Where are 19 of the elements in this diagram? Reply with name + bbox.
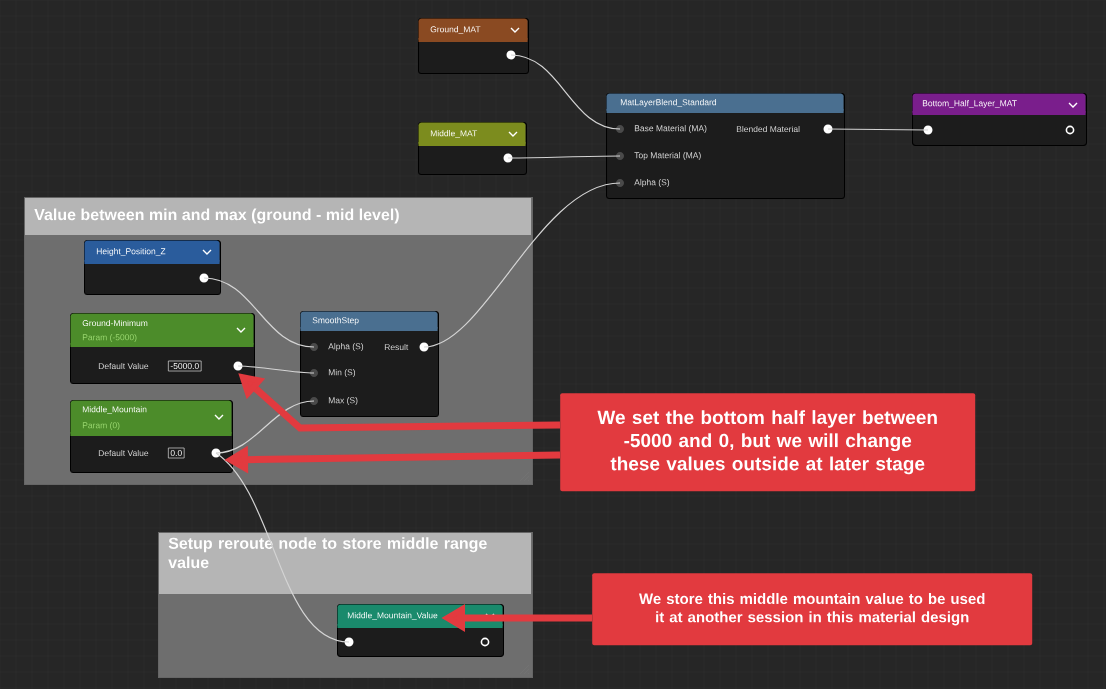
- graph-node: Middle_Mountain Param (0) Default Value 0.0: [70, 400, 233, 473]
- graph-node: Middle_MAT: [418, 122, 527, 175]
- wire: [203, 277, 315, 348]
- graph-node: Ground-Minimum Param (-5000) Default Value -5000.0: [70, 313, 255, 384]
- wire: [510, 54, 621, 130]
- graph-node: Middle_Mountain_Value: [337, 604, 504, 657]
- wire: [827, 128, 929, 131]
- wire: [215, 400, 315, 454]
- wire: [237, 365, 315, 374]
- wire: [507, 155, 621, 159]
- graph-node: Ground_MAT: [418, 18, 529, 74]
- wire: [215, 452, 350, 643]
- graph-node: Height_Position_Z: [84, 240, 221, 295]
- graph-node: MatLayerBlend_Standard Base Material (MA) Blended Material Top Material (MA) Alpha (S): [606, 93, 845, 199]
- graph-node: Bottom_Half_Layer_MAT: [912, 93, 1087, 146]
- graph-node: SmoothStep Alpha (S) Result Min (S) Max (S): [300, 311, 439, 417]
- callout-box: We store this middle mountain value to be used it at another session in this material design: [592, 573, 1033, 646]
- callout-box: We set the bottom half layer between -5000 and 0, but we will change these values outside at later stage: [560, 393, 976, 492]
- wire: [423, 182, 621, 348]
